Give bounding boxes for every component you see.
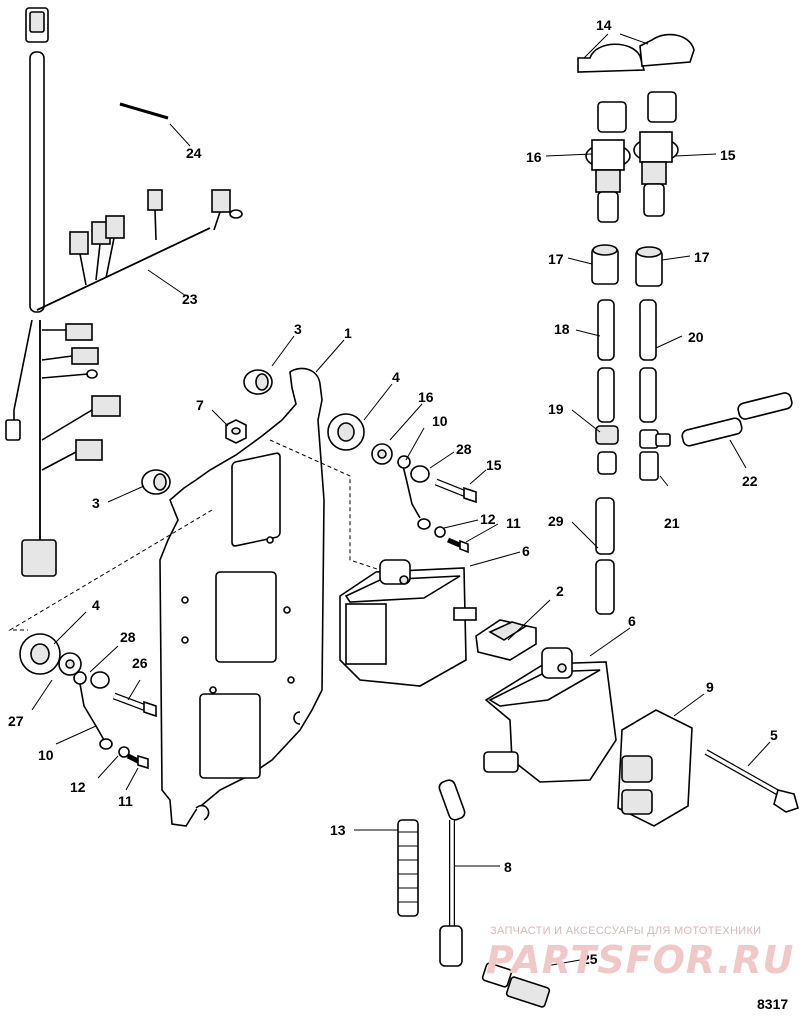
hose-clamps <box>577 33 695 73</box>
callout-17-left: 17 <box>548 251 564 267</box>
hose <box>597 367 615 423</box>
callout-5: 5 <box>770 727 778 743</box>
spark-plug-lead <box>438 779 466 967</box>
callout-2: 2 <box>556 583 564 599</box>
isolator-mount-upper <box>327 413 365 451</box>
screw <box>126 753 149 770</box>
callout-7: 7 <box>196 397 204 413</box>
hose <box>639 299 657 361</box>
callout-10-lower: 10 <box>38 747 54 763</box>
callout-19: 19 <box>548 401 564 417</box>
callout-21: 21 <box>664 515 680 531</box>
watermark-tagline: ЗАПЧАСТИ И АКСЕССУАРЫ ДЛЯ МОТОТЕХНИКИ <box>490 925 762 937</box>
callout-13: 13 <box>330 822 346 838</box>
isolator-mount-lower <box>19 633 61 675</box>
callout-8: 8 <box>504 859 512 875</box>
watermark-logo: PARTSFOR.RU <box>486 938 795 982</box>
callout-3-upper: 3 <box>294 321 302 337</box>
hose-connector <box>595 425 619 475</box>
callout-26: 26 <box>132 655 148 671</box>
callout-16-right: 16 <box>526 149 542 165</box>
callout-15-left: 15 <box>486 457 502 473</box>
drawing-number: 8317 <box>757 996 789 1012</box>
callout-6-upper: 6 <box>522 543 530 559</box>
tee-fitting <box>639 429 671 481</box>
ignition-coil-lower <box>483 647 617 783</box>
leader-lines <box>31 33 771 967</box>
ring-terminal <box>401 461 421 519</box>
callout-6-lower: 6 <box>628 613 636 629</box>
spark-plug <box>481 962 551 1008</box>
wiring-harness <box>5 7 243 577</box>
screw <box>447 537 469 554</box>
callout-27: 27 <box>8 713 24 729</box>
nut <box>225 419 247 444</box>
mounting-plate <box>159 367 325 827</box>
callout-11-lower: 11 <box>118 793 133 809</box>
grommet-upper <box>243 369 273 395</box>
callout-22: 22 <box>742 473 758 489</box>
control-module <box>617 709 693 827</box>
washer <box>410 465 430 483</box>
long-bolt <box>704 749 799 813</box>
callout-20: 20 <box>688 329 704 345</box>
hose <box>639 367 657 423</box>
hose-22 <box>681 392 793 447</box>
callout-11-upper: 11 <box>506 515 521 531</box>
hose <box>595 497 615 555</box>
ignition-coil-upper <box>339 559 477 687</box>
callout-24: 24 <box>186 145 202 161</box>
callout-10-upper: 10 <box>432 413 448 429</box>
callout-4-lower: 4 <box>92 597 100 613</box>
fitting-right <box>635 246 663 287</box>
callout-18: 18 <box>554 321 570 337</box>
cable-tie <box>119 102 169 120</box>
callout-17-right: 17 <box>694 249 710 265</box>
callout-12-upper: 12 <box>480 511 496 527</box>
callout-23: 23 <box>182 291 198 307</box>
fitting-left <box>591 244 619 285</box>
grommet-lower <box>141 469 171 495</box>
callout-12-lower: 12 <box>70 779 86 795</box>
wire-clip <box>475 619 537 661</box>
callout-1: 1 <box>344 325 352 341</box>
hose <box>597 299 615 361</box>
callout-28-lower: 28 <box>120 629 136 645</box>
callout-29: 29 <box>548 513 564 529</box>
callout-15-right: 15 <box>720 147 736 163</box>
hose <box>595 559 615 615</box>
bolt <box>434 478 477 504</box>
callout-25: 25 <box>582 951 598 967</box>
callout-4-upper: 4 <box>392 369 400 385</box>
callout-9: 9 <box>706 679 714 695</box>
callout-labels: 24 23 3 1 7 4 16 10 28 15 3 12 11 6 2 6 … <box>8 17 778 967</box>
bolt <box>112 692 157 718</box>
callout-14: 14 <box>596 17 612 33</box>
sensor-left <box>585 101 631 223</box>
callout-16-left: 16 <box>418 389 434 405</box>
callout-3-lower: 3 <box>92 495 100 511</box>
sleeve <box>397 819 419 917</box>
sensor-right <box>633 91 679 217</box>
callout-28-upper: 28 <box>456 441 472 457</box>
